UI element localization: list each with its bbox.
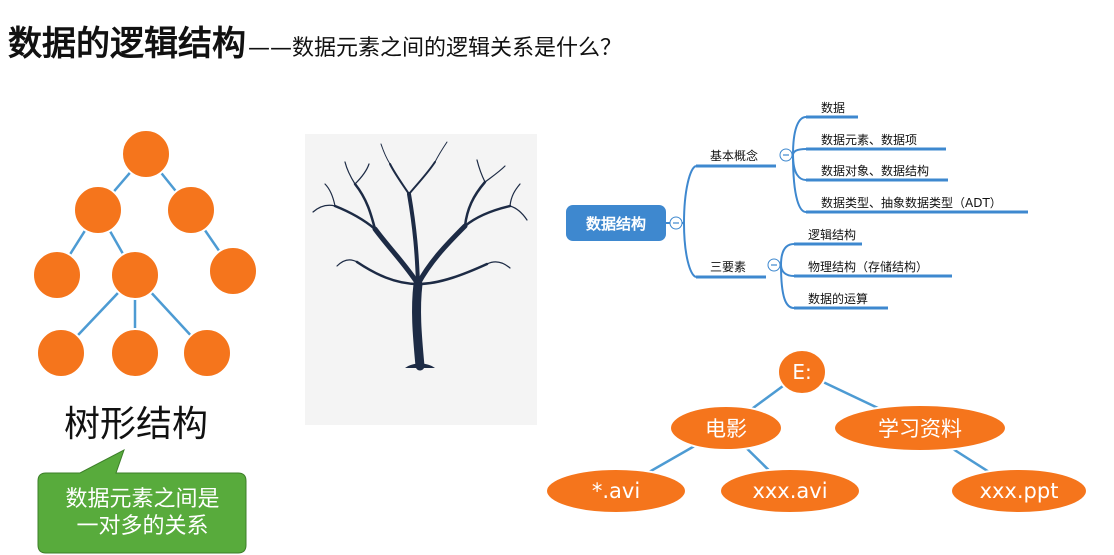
mindmap-branch-three-elements: 三要素 xyxy=(710,260,747,274)
slide-title: 数据的逻辑结构——数据元素之间的逻辑关系是什么？ xyxy=(8,16,622,65)
tree-photo-icon xyxy=(312,141,528,371)
tree-node xyxy=(121,129,171,179)
mindmap-branch-basic-concepts: 基本概念 xyxy=(710,149,759,163)
folder-node xyxy=(833,404,1007,452)
mindmap-leaf: 物理结构（存储结构） xyxy=(808,260,929,274)
mindmap-leaf: 数据对象、数据结构 xyxy=(821,164,930,178)
tree-node xyxy=(110,250,160,300)
callout-line-1: 数据元素之间是 xyxy=(65,487,220,512)
folder-node xyxy=(669,405,783,451)
tree-node xyxy=(110,328,160,378)
tree-node xyxy=(36,328,86,378)
mindmap-leaf: 数据的运算 xyxy=(808,292,869,306)
tree-node xyxy=(73,185,123,235)
tree-node xyxy=(182,328,232,378)
tree-photo xyxy=(305,134,537,425)
mindmap-leaf: 逻辑结构 xyxy=(808,228,857,242)
title-subtitle: 数据元素之间的逻辑关系是什么？ xyxy=(292,36,623,61)
folder-node-root-label: E: xyxy=(792,360,812,384)
title-dash: —— xyxy=(248,36,292,61)
tree-node xyxy=(208,246,258,296)
title-main: 数据的逻辑结构 xyxy=(8,24,246,64)
file-node xyxy=(950,468,1088,514)
file-node-label: *.avi xyxy=(591,479,641,503)
mindmap-leaf: 数据元素、数据项 xyxy=(821,133,918,147)
tree-structure-label: 树形结构 xyxy=(64,404,209,445)
folder-node-label: 电影 xyxy=(705,417,747,441)
mindmap-root: 数据结构 xyxy=(566,205,666,241)
mindmap-leaf: 数据 xyxy=(821,101,846,115)
callout-bubble xyxy=(37,448,247,554)
callout-line-2: 一对多的关系 xyxy=(76,514,209,539)
file-node xyxy=(719,468,861,514)
file-node-label: xxx.avi xyxy=(752,479,828,503)
folder-node-root xyxy=(777,349,827,395)
file-node-label: xxx.ppt xyxy=(979,479,1059,503)
tree-node xyxy=(166,185,216,235)
tree-node xyxy=(32,250,82,300)
callout-text: 数据元素之间是 一对多的关系 xyxy=(41,486,244,540)
file-node xyxy=(545,468,687,514)
mindmap-leaf: 数据类型、抽象数据类型（ADT） xyxy=(821,196,1002,210)
folder-node-label: 学习资料 xyxy=(878,417,962,441)
